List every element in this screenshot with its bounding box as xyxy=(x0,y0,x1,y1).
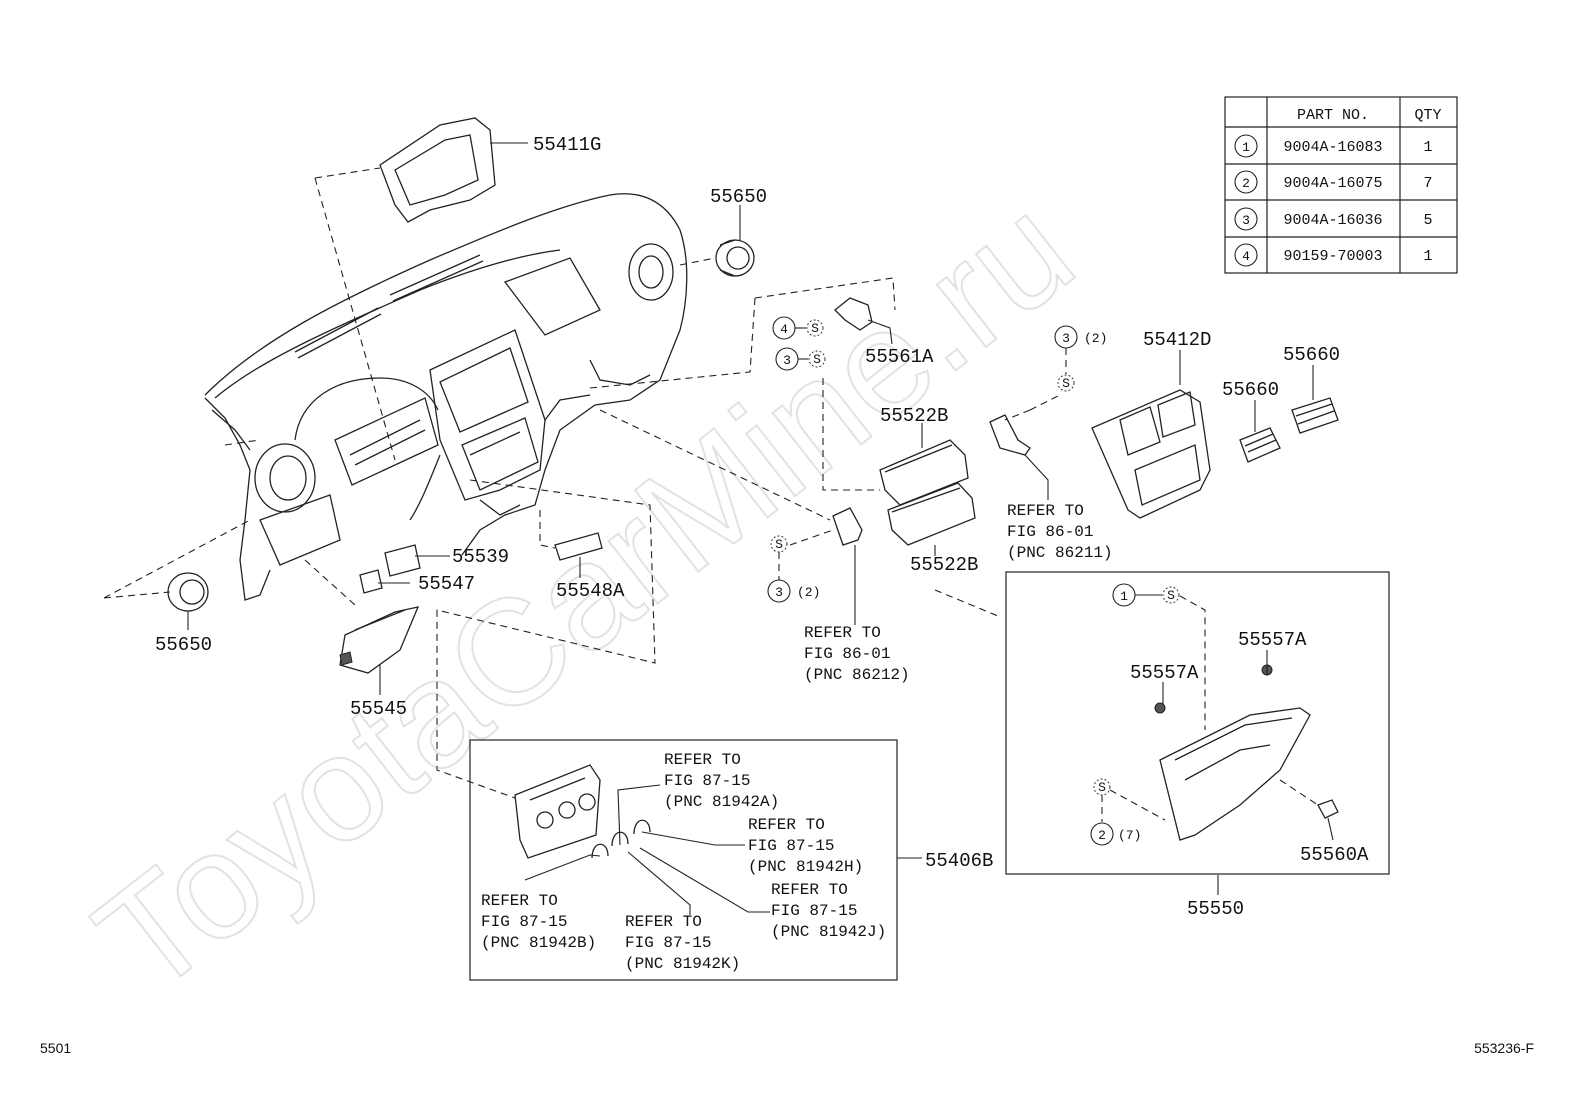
table-row-part: 9004A-16075 xyxy=(1283,175,1382,192)
part-label: 55560A xyxy=(1300,844,1369,866)
bracket-86211 xyxy=(989,414,1031,456)
part-label: 55522B xyxy=(880,405,948,427)
lower-panel-part xyxy=(339,606,420,674)
small-cover-55547 xyxy=(359,569,383,594)
part-label: 55411G xyxy=(533,134,601,156)
callout-number: 3 xyxy=(775,585,783,600)
table-row-number: 3 xyxy=(1242,213,1250,228)
small-cover-55548A xyxy=(554,532,603,561)
glove-box-part xyxy=(1154,664,1339,841)
instrument-panel-illustration xyxy=(204,193,688,601)
heater-control-group-box xyxy=(469,739,898,981)
part-label: 55650 xyxy=(710,186,767,208)
pocket-parts xyxy=(879,439,976,546)
table-row-number: 1 xyxy=(1242,140,1250,155)
part-label: 55539 xyxy=(452,546,509,568)
dashed-leaders xyxy=(103,167,1319,821)
table-row-part: 9004A-16036 xyxy=(1283,212,1382,229)
footer-page-code: 5501 xyxy=(40,1040,71,1056)
part-label: 55561A xyxy=(865,346,934,368)
ref-81942K-line1: REFER TO xyxy=(625,913,702,931)
screw-symbol: S xyxy=(1167,588,1175,603)
table-row-part: 90159-70003 xyxy=(1283,248,1382,265)
screw-symbol: S xyxy=(813,352,821,367)
table-row-qty: 5 xyxy=(1423,212,1432,229)
callouts: 4 S 3 S 3 (2) S S 3 (2) 1 S S 2 xyxy=(767,316,1180,846)
table-row-qty: 1 xyxy=(1423,248,1432,265)
ref-81942J-line3: (PNC 81942J) xyxy=(771,923,886,941)
ref-81942J-line1: REFER TO xyxy=(771,881,848,899)
ref-81942H-line2: FIG 87-15 xyxy=(748,837,834,855)
part-label: 55547 xyxy=(418,573,475,595)
solid-leaders xyxy=(187,142,1334,915)
part-label: 55650 xyxy=(155,634,212,656)
ref-81942A-line1: REFER TO xyxy=(664,751,741,769)
part-label: 55550 xyxy=(1187,898,1244,920)
ref-86212-line3: (PNC 86212) xyxy=(804,666,910,684)
refer-to-notes: REFER TO FIG 86-01 (PNC 86211) REFER TO … xyxy=(481,502,1113,973)
ref-86212-line2: FIG 86-01 xyxy=(804,645,890,663)
screw-symbol: S xyxy=(1062,376,1070,391)
part-label: 55557A xyxy=(1130,662,1199,684)
callout-quantity: (7) xyxy=(1118,828,1141,843)
ref-86211-line1: REFER TO xyxy=(1007,502,1084,520)
ref-81942K-line2: FIG 87-15 xyxy=(625,934,711,952)
ref-86212-line1: REFER TO xyxy=(804,624,881,642)
table-row-part: 9004A-16083 xyxy=(1283,139,1382,156)
table-row-number: 2 xyxy=(1242,176,1250,191)
callout-number: 3 xyxy=(1062,331,1070,346)
bracket-86212 xyxy=(832,507,863,546)
part-label: 55406B xyxy=(925,850,993,872)
part-label: 55557A xyxy=(1238,629,1307,651)
ref-86211-line2: FIG 86-01 xyxy=(1007,523,1093,541)
callout-number: 1 xyxy=(1120,589,1128,604)
ref-81942H-line3: (PNC 81942H) xyxy=(748,858,863,876)
ref-81942J-line2: FIG 87-15 xyxy=(771,902,857,920)
part-label: 55548A xyxy=(556,580,625,602)
ref-81942H-line1: REFER TO xyxy=(748,816,825,834)
ref-86211-line3: (PNC 86211) xyxy=(1007,544,1113,562)
table-header-part-no: PART NO. xyxy=(1297,107,1369,124)
footer-illustration-code: 553236-F xyxy=(1474,1040,1534,1056)
screw-symbol: S xyxy=(811,321,819,336)
part-label: 55522B xyxy=(910,554,978,576)
small-cover-55539 xyxy=(384,544,421,577)
ref-81942B-line3: (PNC 81942B) xyxy=(481,934,596,952)
part-label: 55660 xyxy=(1283,344,1340,366)
part-label: 55660 xyxy=(1222,379,1279,401)
table-row-qty: 1 xyxy=(1423,139,1432,156)
parts-table: PART NO. QTY 1 9004A-16083 1 2 9004A-160… xyxy=(1224,96,1458,274)
center-panel-part xyxy=(1091,389,1211,519)
side-vents xyxy=(1239,397,1339,463)
part-label: 55545 xyxy=(350,698,407,720)
cluster-hood-part xyxy=(379,117,496,223)
screw-symbol: S xyxy=(1098,780,1106,795)
callout-number: 2 xyxy=(1098,828,1106,843)
screw-symbol: S xyxy=(775,537,783,552)
callout-number: 3 xyxy=(783,353,791,368)
vent-register-top xyxy=(715,239,755,277)
ref-81942B-line1: REFER TO xyxy=(481,892,558,910)
table-row-qty: 7 xyxy=(1423,175,1432,192)
glove-box-group-box xyxy=(1005,571,1390,875)
table-row-number: 4 xyxy=(1242,249,1250,264)
heater-control-part xyxy=(514,764,651,859)
callout-number: 4 xyxy=(780,322,788,337)
part-label: 55412D xyxy=(1143,329,1211,351)
ref-81942B-line2: FIG 87-15 xyxy=(481,913,567,931)
vent-register-bottom xyxy=(167,572,209,612)
ref-81942K-line3: (PNC 81942K) xyxy=(625,955,740,973)
ref-81942A-line2: FIG 87-15 xyxy=(664,772,750,790)
callout-quantity: (2) xyxy=(797,585,820,600)
part-labels: 55411G 55650 55650 55561A 55412D 55660 5… xyxy=(155,134,1369,920)
table-header-qty: QTY xyxy=(1414,107,1441,124)
callout-quantity: (2) xyxy=(1084,331,1107,346)
ref-81942A-line3: (PNC 81942A) xyxy=(664,793,779,811)
